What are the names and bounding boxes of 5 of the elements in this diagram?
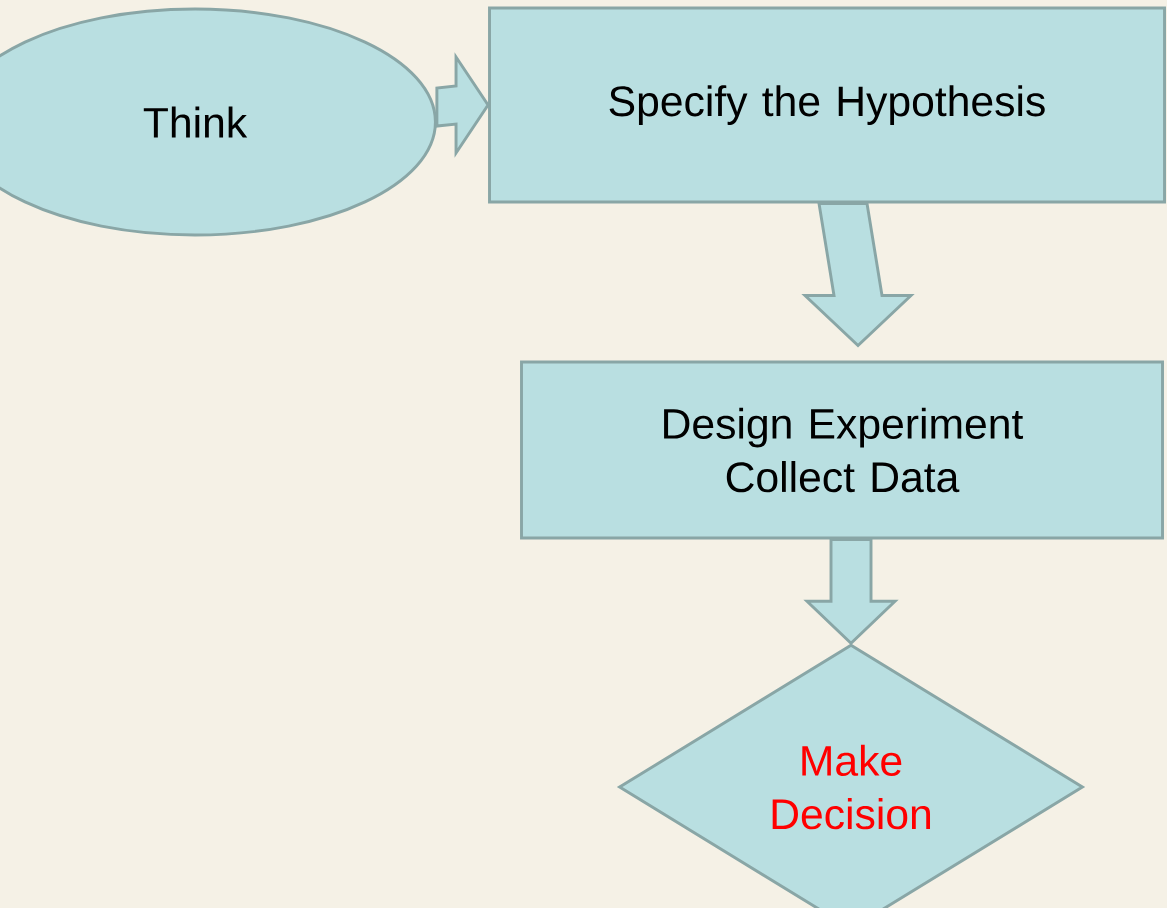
- block-arrow: [801, 202, 915, 348]
- block-arrow: [803, 538, 899, 646]
- process-box: Design Experiment Collect Data: [520, 360, 1164, 540]
- process-box: Specify the Hypothesis: [488, 6, 1166, 204]
- block-arrow: [435, 52, 490, 158]
